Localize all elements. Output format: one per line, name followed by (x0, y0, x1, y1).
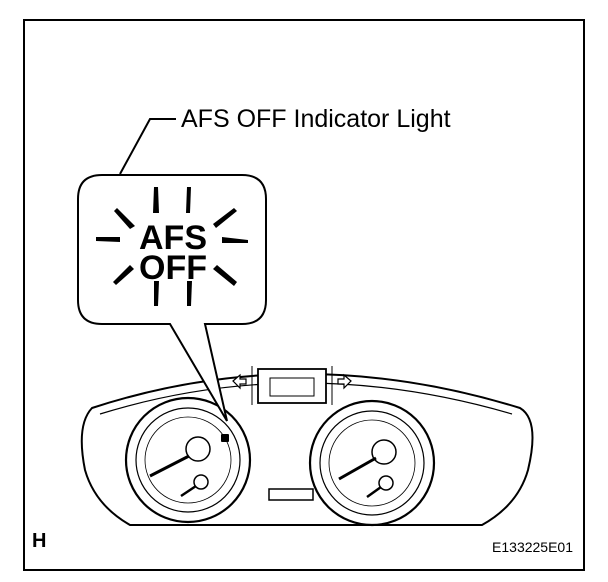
view-letter: H (32, 530, 46, 552)
right-subgauge (378, 475, 394, 491)
indicator-text-afs: AFS (139, 219, 207, 257)
figure-frame (23, 19, 585, 571)
left-gauge-hub (185, 436, 211, 462)
left-subgauge (193, 474, 209, 490)
right-gauge-needle (338, 456, 377, 481)
indicator-text-off: OFF (139, 249, 207, 287)
right-gauge (308, 399, 436, 527)
left-turn-arrow-icon (232, 373, 247, 390)
magnified-indicator-bubble (77, 174, 267, 422)
center-display-bottom (268, 488, 314, 501)
callout-label: AFS OFF Indicator Light (181, 105, 451, 133)
figure-code: E133225E01 (492, 539, 573, 555)
instrument-cluster (80, 366, 534, 527)
right-turn-arrow-icon (337, 373, 352, 390)
left-gauge (124, 396, 252, 524)
right-gauge-hub (371, 439, 397, 465)
left-gauge-needle (149, 454, 190, 478)
callout-leader-line (119, 118, 176, 175)
indicator-light-rays (96, 187, 248, 306)
center-display-top (257, 368, 327, 404)
afs-off-indicator-lamp (221, 434, 229, 442)
